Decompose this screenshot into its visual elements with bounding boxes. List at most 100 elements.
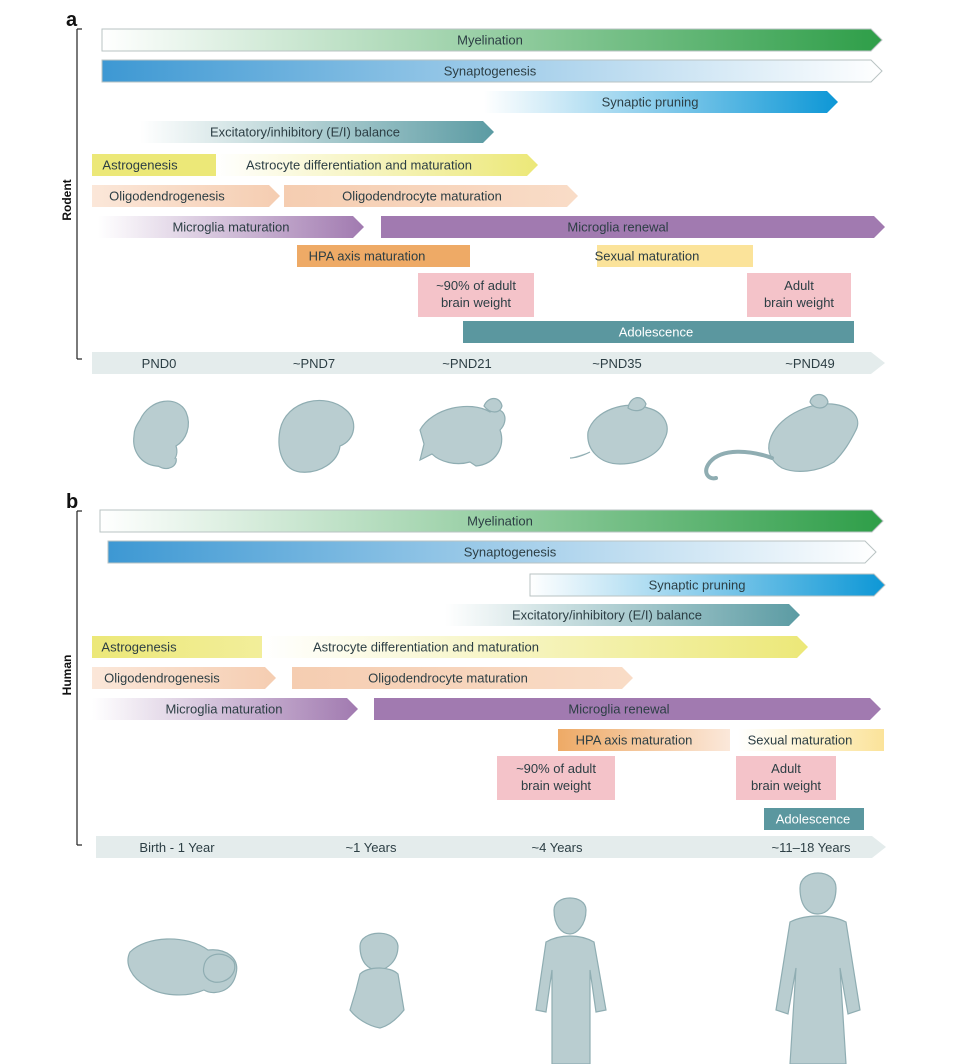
astrogenesis-a-shape	[92, 154, 216, 176]
brain-weight-90-b-line: ~90% of adult	[516, 761, 596, 776]
brain-weight-90-a-line: ~90% of adult	[436, 278, 516, 293]
sexual-mat-a-shape	[597, 245, 753, 267]
astrogenesis-a-label: Astrogenesis	[102, 158, 178, 173]
pup-pnd0-tail	[157, 457, 177, 470]
panel-letter: a	[66, 9, 78, 31]
microglia-mat-b-bar: Microglia maturation	[92, 698, 358, 720]
adult-brain-b-box: Adult brain weight	[736, 756, 836, 800]
synaptogenesis-b-bar: Synaptogenesis	[107, 540, 877, 564]
adolescent-body	[775, 915, 861, 1064]
synaptogenesis-b-label: Synaptogenesis	[464, 545, 557, 560]
timeline-tick: PND0	[142, 356, 177, 371]
adolescence-a-bar: Adolescence	[463, 321, 854, 343]
myelination-a-arrow	[101, 28, 883, 52]
myelination-b-bar: Myelination	[99, 509, 884, 533]
axis-title: Human	[60, 655, 74, 696]
synaptogenesis-a-arrow	[101, 59, 883, 83]
synaptogenesis-a-label: Synaptogenesis	[444, 64, 537, 79]
adolescence-a-label: Adolescence	[619, 325, 693, 340]
astrocyte-diff-a-arrow	[216, 154, 538, 176]
oligodendrogenesis-b-arrow	[92, 667, 276, 689]
mouse-pnd49-icon	[704, 393, 859, 481]
astrocyte-diff-b-bar: Astrocyte differentiation and maturation	[262, 636, 808, 658]
pup-pnd0-body	[133, 400, 189, 467]
toddler-icon	[349, 932, 405, 1029]
hpa-axis-b-shape	[558, 729, 730, 751]
mouse-pnd21-icon	[419, 397, 506, 467]
child-head	[553, 897, 587, 935]
astrocyte-diff-b-arrow	[262, 636, 808, 658]
oligodendrocyte-mat-a-arrow	[284, 185, 578, 207]
mouse-pnd35-body	[587, 404, 668, 465]
brain-weight-90-a-line: brain weight	[441, 295, 511, 310]
microglia-renewal-a-label: Microglia renewal	[567, 220, 668, 235]
mouse-pnd49-body	[768, 403, 859, 472]
adult-brain-b-line: Adult	[771, 761, 801, 776]
microglia-mat-a-arrow	[98, 216, 364, 238]
hpa-axis-b-label: HPA axis maturation	[576, 733, 693, 748]
myelination-b-arrow	[99, 509, 884, 533]
mouse-pnd35-ear	[627, 397, 647, 412]
adult-brain-a-line: Adult	[784, 278, 814, 293]
adult-brain-b-rect	[736, 756, 836, 800]
pup-pnd7-body	[278, 400, 355, 473]
hpa-axis-a-label: HPA axis maturation	[309, 249, 426, 264]
ei-balance-b-bar: Excitatory/inhibitory (E/I) balance	[445, 604, 800, 626]
adolescence-b-shape	[764, 808, 864, 830]
timeline-tick: ~PND21	[442, 356, 492, 371]
oligodendrogenesis-b-bar: Oligodendrogenesis	[92, 667, 276, 689]
timeline-tick: ~11–18 Years	[772, 840, 851, 855]
mouse-pnd35-icon	[569, 397, 668, 465]
oligodendrogenesis-a-label: Oligodendrogenesis	[109, 189, 225, 204]
astrogenesis-b-label: Astrogenesis	[101, 640, 177, 655]
infant-icon	[127, 938, 238, 996]
brain-weight-90-a-rect	[418, 273, 534, 317]
oligodendrocyte-mat-a-bar: Oligodendrocyte maturation	[284, 185, 578, 207]
oligodendrocyte-mat-a-label: Oligodendrocyte maturation	[342, 189, 502, 204]
timeline-tick: ~PND35	[592, 356, 642, 371]
toddler-head	[359, 932, 399, 971]
oligodendrocyte-mat-b-arrow	[292, 667, 633, 689]
timeline-tick: ~1 Years	[346, 840, 397, 855]
microglia-renewal-a-bar: Microglia renewal	[381, 216, 885, 238]
microglia-renewal-b-bar: Microglia renewal	[374, 698, 881, 720]
oligodendrocyte-mat-b-bar: Oligodendrocyte maturation	[292, 667, 633, 689]
microglia-mat-a-bar: Microglia maturation	[98, 216, 364, 238]
synaptogenesis-a-bar: Synaptogenesis	[101, 59, 883, 83]
mouse-pnd49-ear	[809, 393, 829, 409]
synaptic-pruning-b-label: Synaptic pruning	[649, 578, 746, 593]
panel-letter: b	[66, 491, 78, 513]
oligodendrocyte-mat-b-label: Oligodendrocyte maturation	[368, 671, 528, 686]
timeline-tick: ~PND7	[293, 356, 335, 371]
oligodendrogenesis-b-label: Oligodendrogenesis	[104, 671, 220, 686]
pup-pnd0-icon	[133, 400, 189, 470]
myelination-a-label: Myelination	[457, 33, 523, 48]
adolescence-b-bar: Adolescence	[764, 808, 864, 830]
hpa-axis-b-bar: HPA axis maturation	[558, 729, 730, 751]
adult-brain-b-line: brain weight	[751, 778, 821, 793]
sexual-mat-b-bar: Sexual maturation	[738, 729, 884, 751]
timeline-tick: Birth - 1 Year	[139, 840, 215, 855]
mouse-pnd21-ear	[483, 397, 503, 413]
illustrations	[127, 393, 861, 1064]
hpa-axis-a-bar: HPA axis maturation	[297, 245, 470, 267]
oligodendrogenesis-a-bar: Oligodendrogenesis	[92, 185, 280, 207]
child-icon	[535, 897, 607, 1064]
astrogenesis-a-bar: Astrogenesis	[92, 154, 216, 176]
ei-balance-a-arrow	[140, 121, 494, 143]
infant-head	[202, 953, 236, 983]
synaptic-pruning-b-arrow	[529, 573, 886, 597]
child-body	[535, 935, 607, 1064]
microglia-mat-b-arrow	[92, 698, 358, 720]
ei-balance-a-label: Excitatory/inhibitory (E/I) balance	[210, 125, 400, 140]
microglia-renewal-a-arrow	[381, 216, 885, 238]
astrocyte-diff-b-label: Astrocyte differentiation and maturation	[313, 640, 539, 655]
hpa-axis-a-shape	[297, 245, 470, 267]
microglia-mat-a-label: Microglia maturation	[172, 220, 289, 235]
mouse-pnd35-tail	[569, 451, 591, 459]
synaptogenesis-b-arrow	[107, 540, 877, 564]
astrocyte-diff-a-label: Astrocyte differentiation and maturation	[246, 158, 472, 173]
